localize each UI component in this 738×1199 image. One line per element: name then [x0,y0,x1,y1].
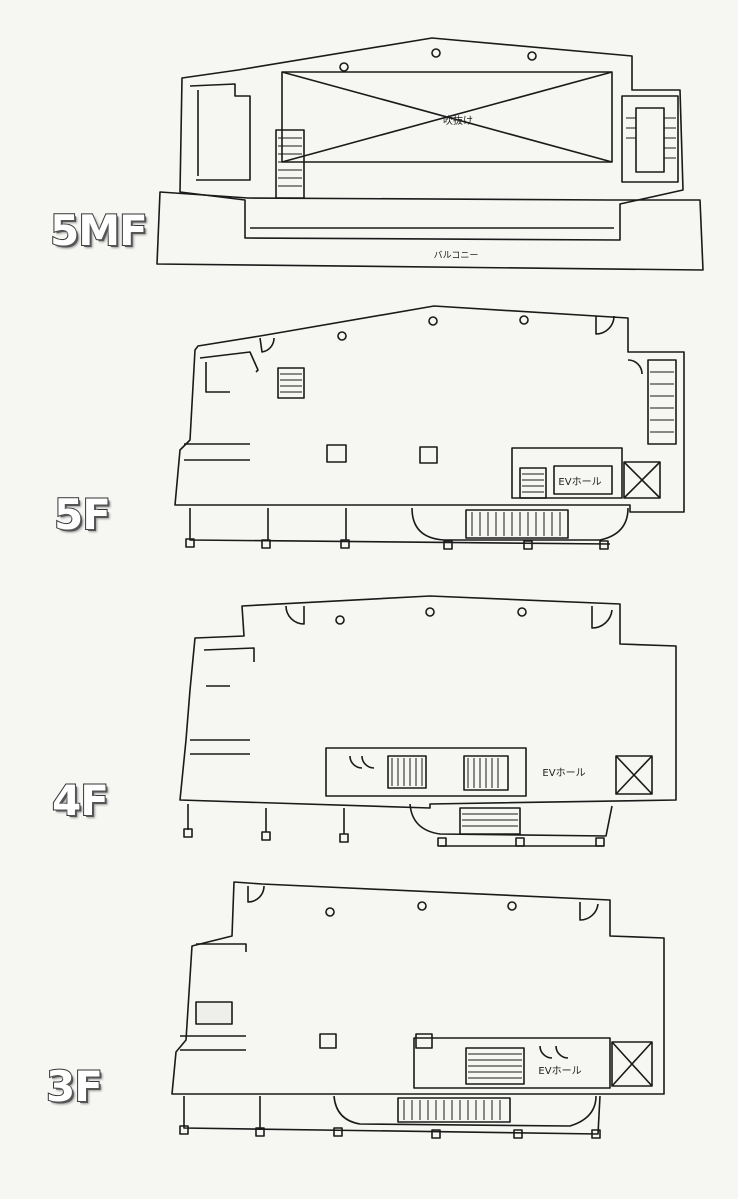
plan-3f [171,881,665,1139]
plan-5mf [156,37,704,271]
ev-hall-label-3f: EVホール [538,1065,581,1077]
floor-label-3f: 3F [45,1061,104,1112]
void-label-5mf: 吹抜け [443,114,473,127]
balcony-label-5mf: バルコニー [434,250,479,261]
floor-label-4f: 4F [51,775,110,826]
floor-label-5f: 5F [53,489,112,540]
plan-5f [174,305,685,550]
plan-4f [179,595,677,847]
ev-hall-label-4f: EVホール [542,767,585,779]
ev-hall-label-5f: EVホール [558,476,601,488]
floor-label-5mf: 5MF [49,205,149,256]
